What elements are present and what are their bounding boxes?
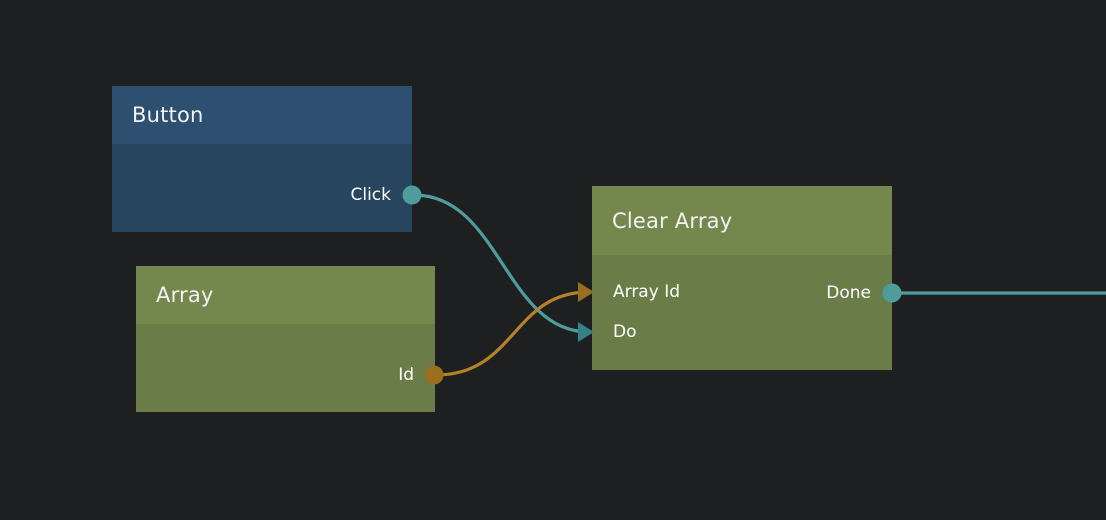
output-port-done[interactable]: Done	[826, 283, 871, 303]
port-arrow-do-icon[interactable]	[578, 322, 594, 342]
output-port-click-label: Click	[350, 185, 391, 205]
node-array-body: Id	[136, 324, 435, 412]
port-dot-click-icon[interactable]	[402, 185, 422, 205]
node-clear-array-title: Clear Array	[612, 208, 733, 233]
node-button-title: Button	[132, 103, 204, 127]
input-port-do-label: Do	[613, 322, 637, 342]
node-clear-array[interactable]: Clear Array Array Id Do Done	[592, 186, 892, 370]
output-port-id[interactable]: Id	[398, 365, 414, 385]
node-array-title: Array	[156, 283, 214, 307]
node-array-header: Array	[136, 266, 435, 324]
port-dot-done-icon[interactable]	[882, 283, 902, 303]
edge-click-to-do[interactable]	[412, 193, 591, 334]
node-button[interactable]: Button Click	[112, 86, 412, 232]
node-clear-array-body: Array Id Do Done	[592, 255, 892, 370]
input-port-array-id[interactable]: Array Id	[613, 282, 680, 302]
node-button-header: Button	[112, 86, 412, 144]
port-arrow-array-id-icon[interactable]	[578, 282, 594, 302]
output-port-done-label: Done	[826, 283, 871, 303]
node-clear-array-header: Clear Array	[592, 186, 892, 255]
output-port-click[interactable]: Click	[350, 185, 391, 205]
node-button-body: Click	[112, 144, 412, 232]
node-array[interactable]: Array Id	[136, 266, 435, 412]
output-port-id-label: Id	[398, 365, 414, 385]
edge-id-to-array-id[interactable]	[434, 290, 591, 377]
input-port-do[interactable]: Do	[613, 322, 637, 342]
input-port-array-id-label: Array Id	[613, 282, 680, 302]
port-dot-id-icon[interactable]	[424, 365, 444, 385]
